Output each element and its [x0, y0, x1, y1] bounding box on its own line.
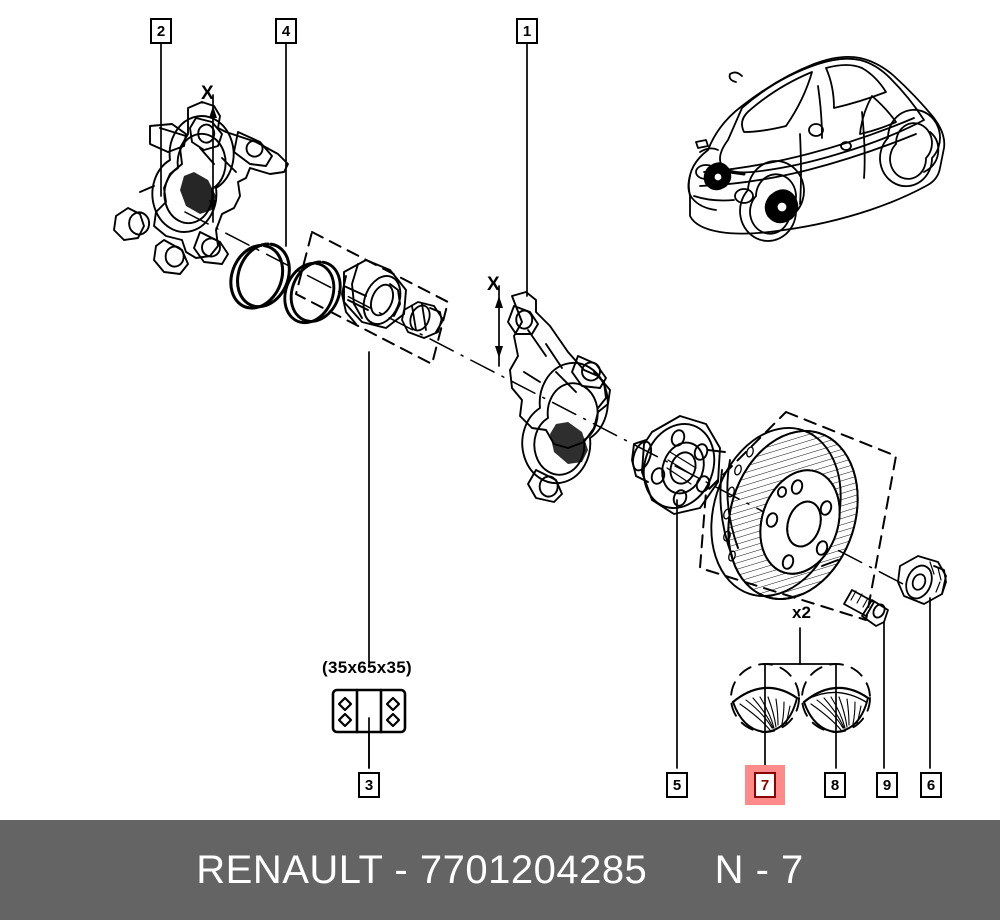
diagram-canvas [113, 41, 947, 769]
footer-caption: RENAULT - 7701204285 N - 7 [196, 848, 804, 893]
part-steering-knuckle-left [113, 101, 289, 275]
part-steering-knuckle-right [507, 291, 611, 503]
footer-plate-reference: N - 7 [714, 847, 804, 892]
part-brake-disc [707, 427, 859, 600]
dimension-label-x-upper: X [201, 83, 214, 104]
part-dust-cap-8 [801, 663, 871, 733]
bearing-cross-section-symbol [331, 688, 407, 734]
footer-separator: - [394, 847, 409, 892]
exploded-diagram-drawing [113, 41, 947, 769]
part-disc-screw [843, 589, 889, 627]
assembly-axis-line [184, 211, 906, 586]
callout-2[interactable]: 2 [150, 18, 172, 44]
dimension-label-x-lower: X [487, 274, 500, 295]
bearing-kit-dashed-box [295, 231, 449, 365]
dimension-marker-upper [209, 94, 217, 223]
footer-brand: RENAULT [196, 847, 383, 892]
footer-part-number: 7701204285 [419, 847, 648, 892]
leader-lines [160, 41, 931, 769]
callout-6[interactable]: 6 [920, 772, 942, 798]
disc-quantity-label: x2 [792, 603, 811, 622]
callout-5[interactable]: 5 [666, 772, 688, 798]
part-bearing-nut [401, 301, 443, 339]
callout-8[interactable]: 8 [824, 772, 846, 798]
dimension-marker-lower [495, 285, 503, 367]
callout-4[interactable]: 4 [275, 18, 297, 44]
part-hub-nut [897, 555, 947, 605]
bearing-size-label: (35x65x35) [322, 658, 412, 677]
callout-7[interactable]: 7 [754, 772, 776, 798]
footer-bar: RENAULT - 7701204285 N - 7 [0, 820, 1000, 920]
vehicle-illustration-twingo [687, 55, 946, 242]
part-wheel-bearing [341, 259, 407, 329]
part-dust-cap-7 [730, 663, 800, 733]
callout-3[interactable]: 3 [358, 772, 380, 798]
callout-9[interactable]: 9 [876, 772, 898, 798]
part-circlips [220, 232, 351, 334]
part-wheel-hub [631, 415, 721, 515]
callout-1[interactable]: 1 [516, 18, 538, 44]
